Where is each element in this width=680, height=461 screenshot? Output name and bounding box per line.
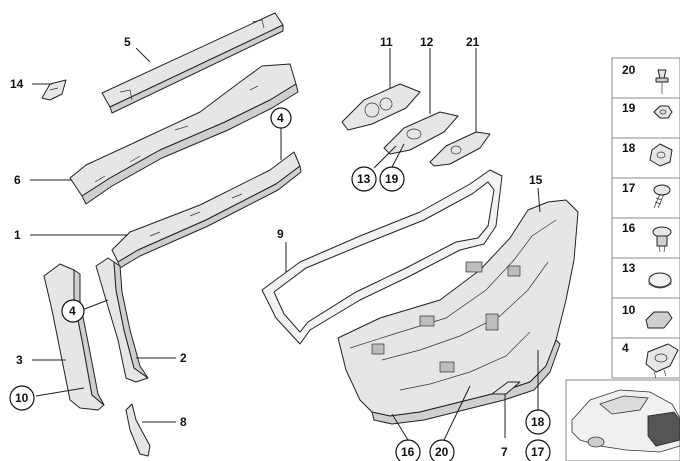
callout-13-mid: 13 <box>351 145 397 192</box>
svg-text:17: 17 <box>531 445 545 459</box>
part-3-pillar-trim <box>43 263 105 411</box>
svg-text:16: 16 <box>622 221 636 235</box>
callout-3: 3 <box>16 353 66 367</box>
svg-text:4: 4 <box>277 111 284 125</box>
callout-4-left: 4 <box>61 299 109 323</box>
callout-2: 2 <box>136 351 187 365</box>
callout-10-left: 10 <box>9 385 85 411</box>
clip-nut-icon <box>649 143 673 167</box>
svg-text:10: 10 <box>15 391 29 405</box>
part-21-cover <box>429 131 491 167</box>
svg-text:6: 6 <box>14 173 21 187</box>
callout-8: 8 <box>142 415 187 429</box>
callout-11: 11 <box>380 35 393 88</box>
callout-5: 5 <box>124 35 151 63</box>
part-11-cover <box>341 83 421 131</box>
part-14-clip <box>41 79 67 101</box>
part-7-clip <box>491 381 521 395</box>
svg-text:4: 4 <box>622 341 629 355</box>
part-15-tailgate-panel <box>337 199 579 425</box>
callout-7: 7 <box>501 394 508 459</box>
svg-text:13: 13 <box>622 261 636 275</box>
callout-18: 18 <box>525 350 551 435</box>
svg-text:8: 8 <box>180 415 187 429</box>
part-6-trim-panel <box>69 63 299 205</box>
svg-text:14: 14 <box>10 77 24 91</box>
legend-column: 20 19 18 17 16 13 <box>611 57 680 379</box>
svg-text:19: 19 <box>622 101 636 115</box>
callout-21: 21 <box>466 35 480 132</box>
svg-text:1: 1 <box>14 228 21 242</box>
svg-text:15: 15 <box>529 173 543 187</box>
callout-17: 17 <box>525 439 551 461</box>
callout-12: 12 <box>420 35 434 114</box>
svg-text:20: 20 <box>622 63 636 77</box>
svg-text:3: 3 <box>16 353 23 367</box>
car-thumbnail <box>565 379 680 461</box>
callout-14: 14 <box>10 77 52 91</box>
svg-text:7: 7 <box>501 445 508 459</box>
svg-text:18: 18 <box>531 415 545 429</box>
svg-text:20: 20 <box>435 445 449 459</box>
plug-cap-icon <box>648 272 672 289</box>
svg-text:17: 17 <box>622 181 636 195</box>
svg-text:11: 11 <box>380 35 393 49</box>
svg-text:9: 9 <box>277 227 284 241</box>
callout-4-upper: 4 <box>270 107 292 160</box>
svg-text:2: 2 <box>180 351 187 365</box>
part-2-pillar-trim <box>95 257 149 383</box>
svg-text:10: 10 <box>622 303 636 317</box>
callout-6: 6 <box>14 173 72 187</box>
svg-text:21: 21 <box>466 35 480 49</box>
callout-1: 1 <box>14 228 128 242</box>
part-12-cover <box>383 111 459 155</box>
pad-icon <box>645 311 673 329</box>
nut-icon <box>653 105 673 119</box>
svg-text:4: 4 <box>69 304 76 318</box>
callout-19-mid: 19 <box>379 143 405 192</box>
stud-icon <box>655 69 669 94</box>
part-5-top-panel <box>101 12 284 114</box>
part-8-bracket <box>125 403 151 457</box>
grommet-clip-icon <box>645 343 679 379</box>
part-1-trim-strip <box>111 151 302 269</box>
callout-9: 9 <box>277 227 287 272</box>
screw-icon <box>653 184 671 209</box>
svg-text:5: 5 <box>124 35 131 49</box>
part-9-seal <box>261 169 503 345</box>
svg-text:18: 18 <box>622 141 636 155</box>
svg-text:13: 13 <box>357 172 371 186</box>
callout-15: 15 <box>529 173 543 213</box>
svg-text:12: 12 <box>420 35 434 49</box>
callout-20-bottom: 20 <box>429 385 471 461</box>
callout-16: 16 <box>391 413 421 461</box>
expanding-rivet-icon <box>652 226 672 253</box>
svg-text:19: 19 <box>385 172 399 186</box>
svg-text:16: 16 <box>401 445 415 459</box>
